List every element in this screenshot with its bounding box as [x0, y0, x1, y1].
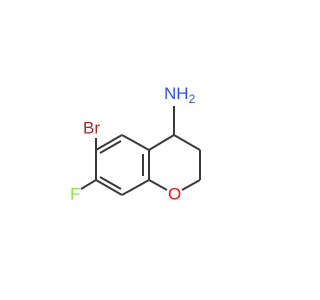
bond-c4a-c4	[148, 134, 175, 151]
bond-c5-c6	[95, 134, 123, 151]
amine-label: NH2	[164, 84, 196, 106]
bond-o-c8a	[148, 179, 168, 191]
bond-c7-c8	[95, 179, 123, 196]
chemical-structure-diagram: NH2 Br F O	[70, 84, 201, 203]
bond-c7-c8-inner	[99, 176, 122, 190]
bromine-label: Br	[83, 118, 100, 137]
bond-c2-o	[181, 179, 201, 191]
bond-c4-c3	[173, 134, 201, 151]
bond-c5-c6-inner	[99, 140, 122, 154]
bond-c7-f	[80, 179, 97, 190]
fluorine-label: F	[70, 184, 80, 203]
oxygen-label: O	[168, 184, 181, 203]
bond-c4a-c5	[121, 134, 150, 151]
amine-subscript: 2	[189, 92, 196, 106]
bond-c8-c8a	[121, 179, 150, 196]
